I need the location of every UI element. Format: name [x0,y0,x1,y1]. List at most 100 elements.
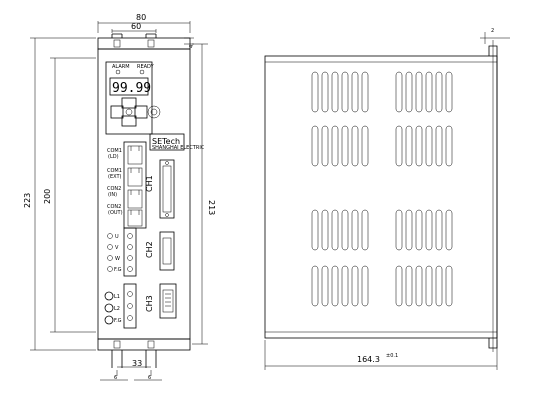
bottom-hole-left [113,340,121,349]
motor-terminal-block [123,227,137,277]
port-2-label: COM1 [107,168,122,174]
key-left [110,105,124,119]
key-up [121,97,137,109]
vent-slot [321,71,329,113]
terminal-l2-label: L2 [114,306,120,312]
port-1-label: COM1 [107,148,122,154]
ready-led-label: READY [137,64,155,70]
vent-slot [331,209,339,251]
terminal-l1-screw [104,291,114,301]
power-terminal-block [123,283,137,329]
vent-slot [331,265,339,307]
dim-bottom-right-slot: 6 [148,375,151,381]
vent-slot [395,125,403,167]
side-view: 164.3 ±0.1 2 [264,28,510,370]
port-3-sub: (IN) [108,192,117,198]
terminal-v-dot [107,244,113,250]
port-1 [127,145,143,165]
top-slot-left [111,33,123,38]
vent-slot [425,209,433,251]
side-body-outline [264,55,498,339]
bottom-hole-right [147,340,155,349]
terminal-l2-screw [104,303,114,313]
vent-slot [311,125,319,167]
dim-flange: 2 [491,28,494,34]
front-view: ALARM READY 99.99 SETech SHANGHAI ELECTR… [23,13,216,381]
terminal-l1-label: L1 [114,294,120,300]
vent-slot [331,125,339,167]
brand-plate [149,133,185,151]
vent-slot [311,265,319,307]
vent-slot [395,265,403,307]
vent-slot [415,265,423,307]
vent-slot [395,71,403,113]
terminal-u-label: U [115,234,119,240]
ch1-connector [159,159,175,219]
vent-slot [425,265,433,307]
alarm-led-label: ALARM [112,64,130,70]
terminal-fg2-label: F.G [114,318,122,324]
terminal-v-label: V [115,245,119,251]
vent-slot [341,209,349,251]
dim-bottom-spacing: 33 [132,359,142,368]
ch2-label: CH2 [145,241,154,258]
vent-slot [445,71,453,113]
ch1-label: CH1 [145,175,154,192]
vent-slot [331,71,339,113]
vent-slot [415,71,423,113]
vent-slot [351,265,359,307]
dim-height-right-line [192,43,208,345]
dim-top-right-offset: 4 [189,45,195,48]
terminal-w-label: W [115,256,120,262]
vent-slot [395,209,403,251]
top-hole-right [147,39,155,48]
vent-slot [341,71,349,113]
dim-depth-tolerance: ±0.1 [386,353,398,359]
vent-slot [445,125,453,167]
vent-slot [361,125,369,167]
dim-width-total: 80 [136,13,146,22]
brand-sub: SHANGHAI ELECTRIC [152,145,205,151]
display-panel [105,61,153,135]
dim-height-total-line [30,37,96,351]
top-hole-left [113,39,121,48]
vent-slot [321,265,329,307]
port-4-label: CON2 [107,204,121,210]
dim-height-inner: 200 [43,189,52,204]
dim-width-inner: 60 [131,22,141,31]
port-4-sub: (OUT) [108,210,123,216]
top-slot-right [145,33,157,38]
vent-slot [321,125,329,167]
alarm-led [115,69,121,75]
vent-slot [405,209,413,251]
vent-slot [341,265,349,307]
terminal-fg-label: F.G [114,267,122,273]
bottom-slots [111,350,157,368]
display-value: 99.99 [112,81,151,96]
vent-slot [445,209,453,251]
port-2-sub: (EXT) [108,174,122,180]
vent-slot [405,265,413,307]
ch2-connector [159,231,175,271]
vent-grid [311,71,453,307]
dim-height-inner-line [50,57,96,333]
brand-logo: SETech [152,137,180,146]
terminal-fg-dot [107,266,113,272]
terminal-fg2-screw [104,315,114,325]
port-3-label: CON2 [107,186,121,192]
set-button [147,105,161,119]
bottom-mount-flange [97,338,191,351]
vent-slot [361,71,369,113]
top-mount-flange [97,37,191,50]
key-right [134,105,148,119]
port-2 [127,167,143,187]
vent-slot [361,265,369,307]
ch3-label: CH3 [145,295,154,312]
ready-led [139,69,145,75]
vent-slot [321,209,329,251]
vent-slot [405,71,413,113]
vent-slot [311,209,319,251]
key-down [121,115,137,127]
vent-slot [311,71,319,113]
